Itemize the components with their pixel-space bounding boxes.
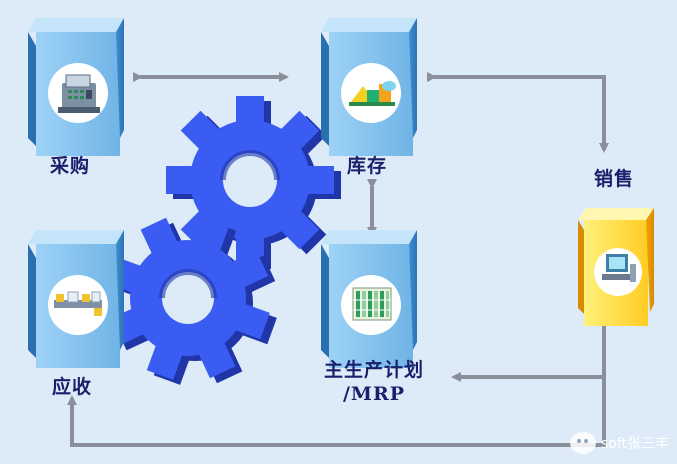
receivables-box	[28, 230, 124, 368]
connectors	[67, 72, 609, 447]
gear-top	[166, 96, 341, 269]
arrow-sales-mps	[451, 319, 609, 382]
payment-conveyor-icon	[54, 291, 102, 316]
computer-terminal-icon	[602, 254, 636, 282]
inventory-box	[321, 18, 417, 156]
receivables-label: 应收	[52, 376, 93, 398]
mps-box	[321, 230, 417, 368]
sales-label: 销售	[594, 168, 635, 190]
gear-icon	[106, 96, 341, 385]
watermark: soft张三丰	[569, 432, 669, 454]
mps-label: 主生产计划 /MRP	[314, 358, 434, 406]
procurement-box	[28, 18, 124, 156]
mps-label-line1: 主生产计划	[323, 359, 424, 381]
arrow-sales-receivables	[67, 377, 606, 447]
warehouse-shapes-icon	[349, 81, 396, 106]
arrow-inventory-sales	[427, 72, 609, 153]
inventory-label: 库存	[347, 155, 388, 177]
watermark-text: soft张三丰	[600, 436, 669, 452]
schedule-grid-icon	[352, 287, 392, 321]
mps-label-line2: /MRP	[342, 383, 406, 405]
cash-register-icon	[58, 74, 100, 113]
procurement-label: 采购	[50, 155, 91, 177]
wechat-logo-icon	[569, 432, 596, 454]
sales-box	[578, 208, 654, 326]
